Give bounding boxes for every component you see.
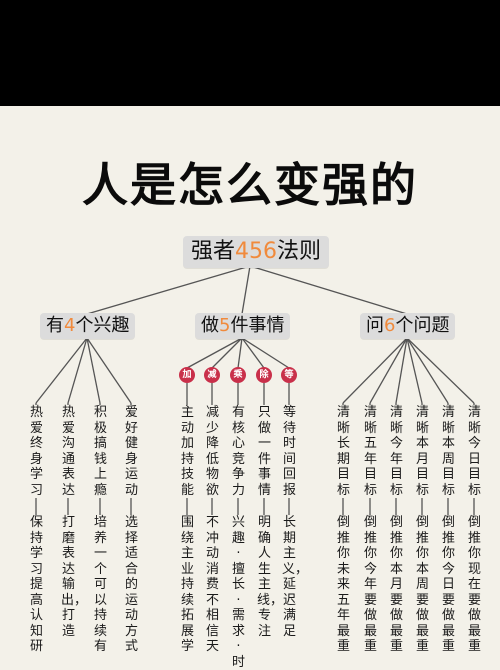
item-bottom: 打磨表达输出，打造 bbox=[61, 515, 88, 639]
item-bottom: 倒推你今年要做最重 bbox=[363, 515, 378, 655]
group-node-interests: 有4个兴趣 bbox=[40, 313, 136, 339]
group-pre: 做 bbox=[201, 315, 219, 336]
item-bottom: 倒推你现在要做最重 bbox=[467, 515, 482, 655]
item-top: 清晰本月目标 bbox=[415, 405, 430, 498]
root-num: 456 bbox=[235, 239, 278, 264]
item-bottom: 倒推你今日要做最重 bbox=[441, 515, 456, 655]
item-bottom: 倒推你本月要做最重 bbox=[389, 515, 404, 655]
item-top: 减少降低物欲 bbox=[205, 405, 220, 498]
group-post: 个兴趣 bbox=[75, 315, 130, 336]
item-top: 清晰今日目标 bbox=[467, 405, 482, 498]
item-top: 等待时间回报 bbox=[282, 405, 297, 498]
item-bottom: 保持学习提高认知研 bbox=[29, 515, 44, 655]
item-bottom: 明确人生主线，专注 bbox=[257, 515, 284, 639]
item-top: 积极搞钱上瘾 bbox=[93, 405, 108, 498]
tag-subtract: 减 bbox=[204, 367, 220, 383]
tag-equal: 等 bbox=[281, 367, 297, 383]
item-top: 主动加持技能 bbox=[180, 405, 195, 498]
group-num: 5 bbox=[219, 315, 231, 336]
item-top: 热爱沟通表达 bbox=[61, 405, 76, 498]
tag-multiply: 乘 bbox=[230, 367, 246, 383]
item-bottom: 倒推你本周要做最重 bbox=[415, 515, 430, 655]
item-top: 有核心竞争力 bbox=[231, 405, 246, 498]
tag-add: 加 bbox=[179, 367, 195, 383]
item-top: 爱好健身运动 bbox=[124, 405, 139, 498]
tag-divide: 除 bbox=[256, 367, 272, 383]
group-num: 4 bbox=[64, 315, 76, 336]
item-bottom: 不冲动消费不相信天 bbox=[205, 515, 220, 655]
group-pre: 有 bbox=[46, 315, 64, 336]
root-post: 法则 bbox=[277, 239, 322, 264]
item-bottom: 长期主义，延迟满足 bbox=[282, 515, 309, 639]
page-title: 人是怎么变强的 bbox=[82, 158, 418, 212]
item-top: 清晰长期目标 bbox=[336, 405, 351, 498]
item-top: 热爱终身学习 bbox=[29, 405, 44, 498]
item-bottom: 培养一个可以持续有 bbox=[93, 515, 108, 655]
item-top: 只做一件事情 bbox=[257, 405, 272, 498]
item-top: 清晰今年目标 bbox=[389, 405, 404, 498]
group-num: 6 bbox=[384, 315, 396, 336]
root-node: 强者456法则 bbox=[183, 236, 330, 268]
item-bottom: 倒推你未来五年最重 bbox=[336, 515, 351, 655]
item-bottom: 兴趣·擅长·需求·时 bbox=[231, 515, 246, 670]
group-node-questions: 问6个问题 bbox=[360, 313, 456, 339]
group-post: 件事情 bbox=[230, 315, 285, 336]
item-top: 清晰五年目标 bbox=[363, 405, 378, 498]
item-bottom: 围绕主业持续拓展学 bbox=[180, 515, 195, 655]
item-top: 清晰本周目标 bbox=[441, 405, 456, 498]
top-black-band bbox=[0, 0, 500, 106]
item-bottom: 选择适合的运动方式 bbox=[124, 515, 139, 655]
group-node-things: 做5件事情 bbox=[195, 313, 291, 339]
group-post: 个问题 bbox=[395, 315, 450, 336]
group-pre: 问 bbox=[366, 315, 384, 336]
root-pre: 强者 bbox=[191, 239, 236, 264]
